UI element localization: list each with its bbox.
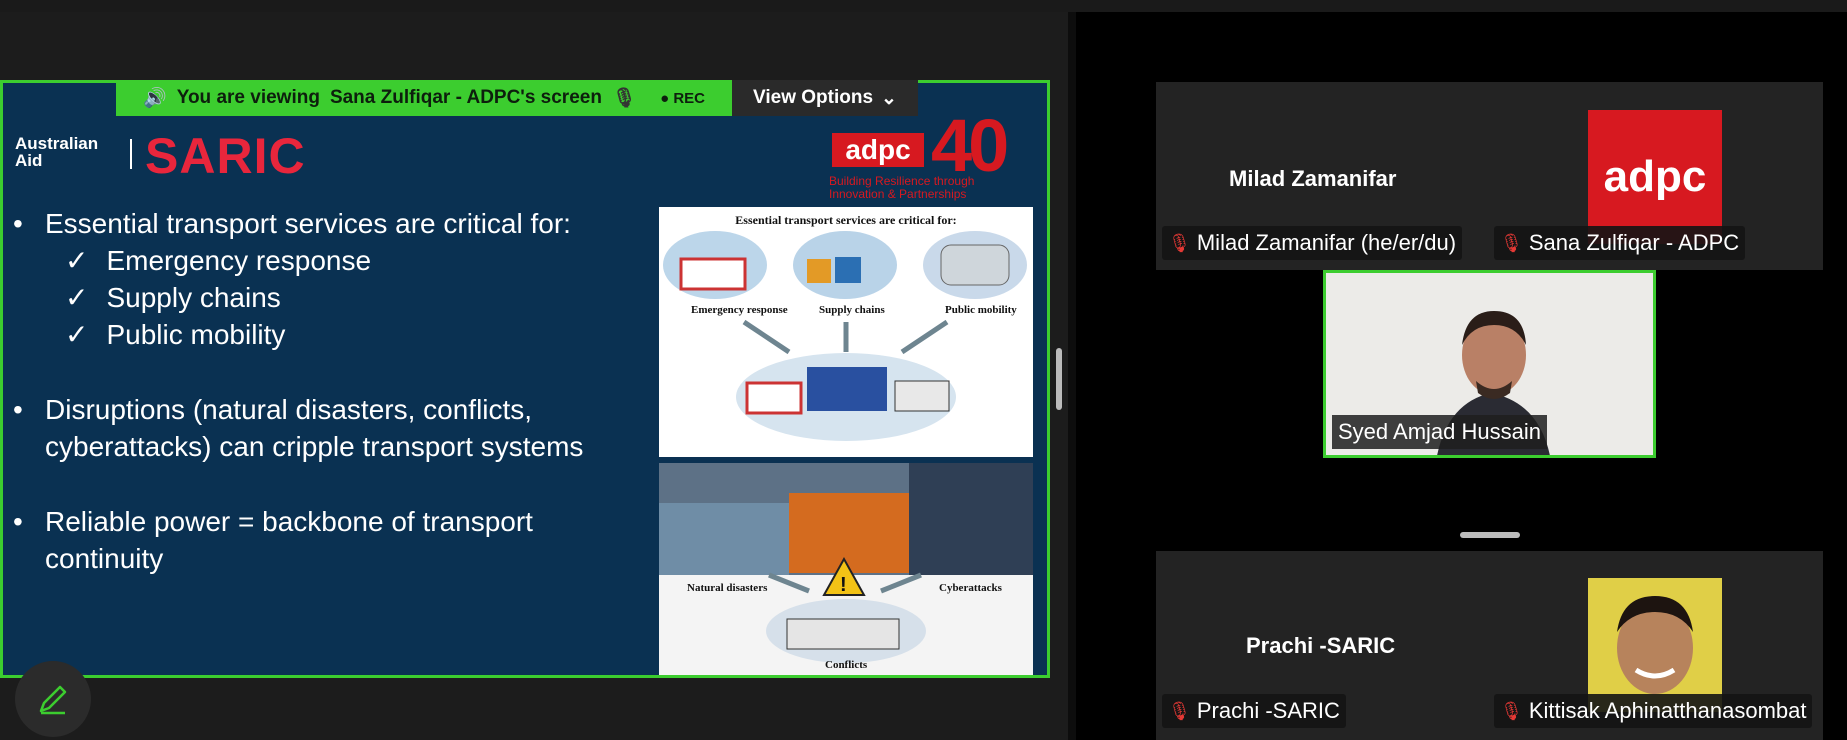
mic-muted-icon: 🎙	[1500, 700, 1523, 721]
mic-muted-icon: 🎙	[1168, 700, 1191, 721]
saric-logo: SARIC	[145, 128, 306, 184]
image-label: Public mobility	[945, 304, 1017, 316]
recording-indicator: ● REC	[660, 89, 705, 107]
bullet-item: •Reliable power = backbone of transport …	[13, 506, 533, 574]
adpc-tagline: Building Resilience through Innovation &…	[829, 174, 975, 201]
slide-bullets: •Essential transport services are critic…	[13, 205, 653, 577]
panel-divider[interactable]	[1068, 12, 1076, 740]
shared-slide: Australian Aid SARIC adpc 40 Building Re…	[0, 80, 1050, 678]
speaker-icon: 🔊	[143, 88, 167, 109]
pencil-icon	[39, 685, 67, 715]
viewing-label: You are viewing	[176, 87, 320, 108]
adpc-logo: adpc	[832, 133, 924, 167]
check-item: ✓Supply chains	[65, 282, 281, 313]
disruptions-illustration: ! Natural disasters Cyberattacks Conflic…	[659, 463, 1033, 675]
image-label: Conflicts	[825, 659, 868, 671]
participant-name: Milad Zamanifar	[1229, 166, 1397, 191]
gallery-scroll-handle[interactable]	[1460, 532, 1520, 538]
mic-muted-icon: 🎙	[611, 88, 637, 109]
participant-tag: Syed Amjad Hussain	[1332, 415, 1547, 449]
adpc-avatar: adpc	[1588, 110, 1722, 244]
participant-tag: 🎙 Prachi -SARIC	[1162, 694, 1346, 728]
transport-services-illustration: Essential transport services are critica…	[659, 207, 1033, 457]
annotate-pen-button[interactable]	[15, 661, 91, 737]
image-label: Natural disasters	[687, 582, 768, 594]
active-speaker-tile[interactable]: Syed Amjad Hussain	[1323, 270, 1656, 458]
participant-photo	[1588, 578, 1722, 712]
participant-tag: 🎙 Kittisak Aphinatthanasombat	[1494, 694, 1813, 728]
mic-muted-icon: 🎙	[1168, 232, 1191, 253]
image-label: Cyberattacks	[939, 582, 1002, 594]
check-item: ✓Public mobility	[65, 319, 286, 350]
view-options-button[interactable]: View Options ⌄	[732, 80, 918, 116]
mic-muted-icon: 🎙	[1500, 232, 1523, 253]
image-label: Supply chains	[819, 304, 885, 316]
adpc-40-logo: 40	[931, 104, 1009, 187]
bullet-item: •Essential transport services are critic…	[13, 208, 571, 239]
top-bar	[0, 0, 1847, 12]
svg-text:!: !	[840, 574, 847, 596]
resize-handle[interactable]	[1056, 348, 1062, 410]
presenter-name: Sana Zulfiqar - ADPC's screen	[329, 87, 602, 108]
australian-aid-logo: Australian Aid	[15, 134, 99, 170]
screen-share-banner: 🔊 You are viewing Sana Zulfiqar - ADPC's…	[116, 80, 732, 116]
bullet-item: •Disruptions (natural disasters, conflic…	[13, 394, 584, 462]
check-item: ✓Emergency response	[65, 245, 372, 276]
image-label: Emergency response	[691, 304, 788, 316]
avatar	[1588, 578, 1722, 712]
chevron-down-icon: ⌄	[881, 87, 897, 109]
logo-separator	[130, 139, 132, 169]
participant-tag: 🎙 Sana Zulfiqar - ADPC	[1494, 226, 1746, 260]
participant-name: Prachi -SARIC	[1246, 633, 1396, 658]
participant-tag: 🎙 Milad Zamanifar (he/er/du)	[1162, 226, 1463, 260]
